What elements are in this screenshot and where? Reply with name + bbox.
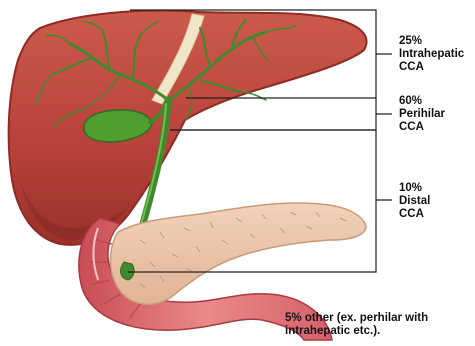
pancreas [111,203,367,304]
other-line-2: intrahepatic etc.). [285,325,428,338]
label-intrahepatic-cca: 25% Intrahepatic CCA [399,35,464,74]
intrahepatic-abbr: CCA [399,61,464,74]
perihilar-percent: 60% [399,95,445,108]
distal-abbr: CCA [399,208,430,221]
perihilar-name: Perihilar [399,108,445,121]
pancreas-body [111,203,367,304]
perihilar-abbr: CCA [399,121,445,134]
label-distal-cca: 10% Distal CCA [399,182,430,221]
label-perihilar-cca: 60% Perihilar CCA [399,95,445,134]
ampulla [121,262,135,280]
label-other: 5% other (ex. perhilar with intrahepatic… [285,312,428,338]
distal-name: Distal [399,195,430,208]
intrahepatic-percent: 25% [399,35,464,48]
intrahepatic-name: Intrahepatic [399,48,464,61]
distal-percent: 10% [399,182,430,195]
other-line-1: 5% other (ex. perhilar with [285,312,428,325]
